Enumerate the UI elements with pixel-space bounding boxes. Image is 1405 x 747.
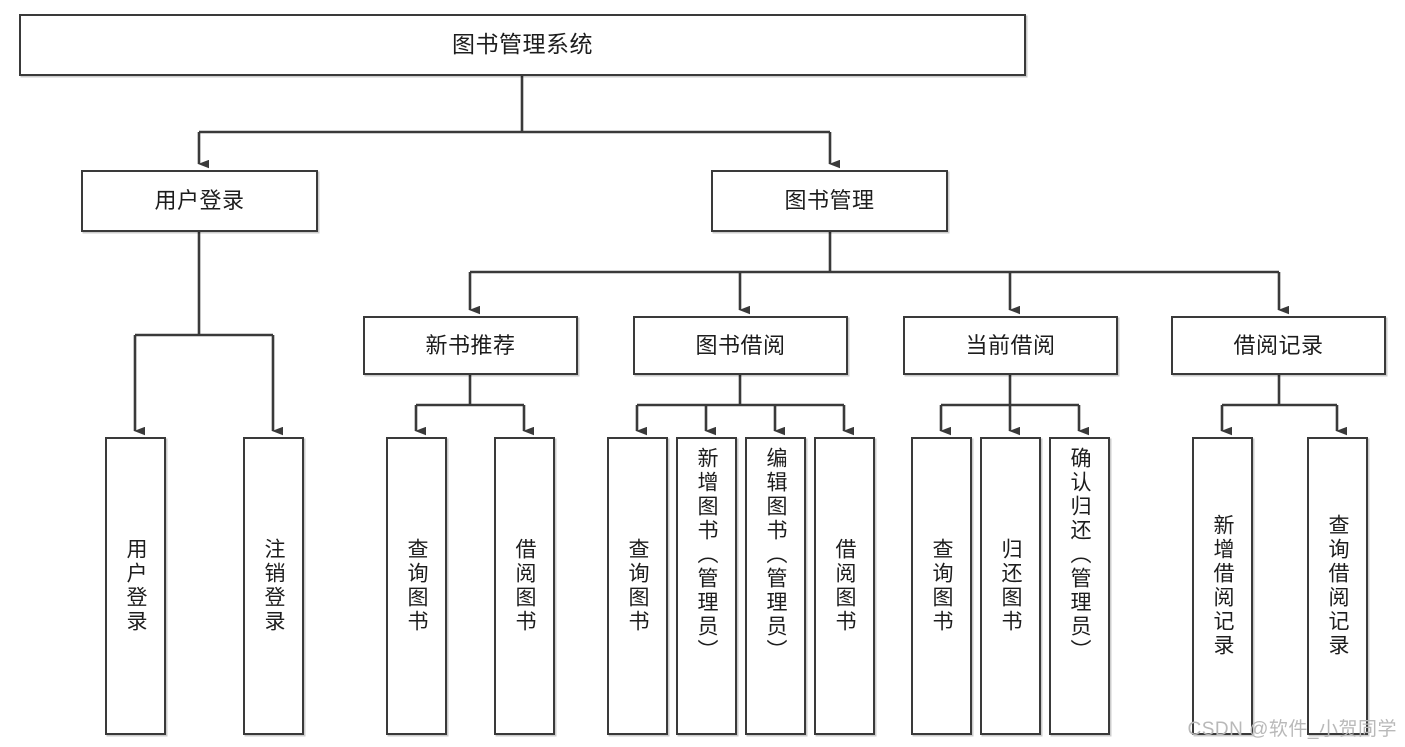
leaf-query-borrow-record-label: 查询借阅记录 [1326, 514, 1349, 658]
node-book-borrow[interactable]: 图书借阅 [633, 316, 848, 375]
node-current-borrow-label: 当前借阅 [965, 332, 1056, 358]
leaf-query-book-current[interactable]: 查询图书 [911, 437, 972, 735]
node-root-system-label: 图书管理系统 [452, 31, 593, 58]
leaf-query-book-current-label: 查询图书 [930, 538, 953, 634]
leaf-add-borrow-record[interactable]: 新增借阅记录 [1192, 437, 1253, 735]
leaf-query-book-recommend-label: 查询图书 [405, 538, 428, 634]
leaf-user-login-label: 用户登录 [124, 538, 147, 634]
node-new-book-recommend-label: 新书推荐 [425, 332, 516, 358]
leaf-logout-login-label: 注销登录 [262, 538, 285, 634]
leaf-edit-book-admin-label: 编辑图书（管理员） [764, 447, 787, 663]
node-book-borrow-label: 图书借阅 [695, 332, 786, 358]
node-user-login[interactable]: 用户登录 [81, 170, 318, 232]
leaf-query-book-borrow[interactable]: 查询图书 [607, 437, 668, 735]
leaf-add-book-admin[interactable]: 新增图书（管理员） [676, 437, 737, 735]
node-book-management-label: 图书管理 [784, 188, 875, 214]
leaf-borrow-book-borrow-label: 借阅图书 [833, 538, 856, 634]
leaf-confirm-return-admin[interactable]: 确认归还（管理员） [1049, 437, 1110, 735]
leaf-confirm-return-admin-label: 确认归还（管理员） [1068, 447, 1091, 663]
leaf-query-book-recommend[interactable]: 查询图书 [386, 437, 447, 735]
node-borrow-record-label: 借阅记录 [1233, 332, 1324, 358]
leaf-borrow-book-recommend-label: 借阅图书 [513, 538, 536, 634]
leaf-user-login[interactable]: 用户登录 [105, 437, 166, 735]
csdn-watermark: CSDN @软件_小贺同学 [1187, 719, 1397, 740]
leaf-return-book-label: 归还图书 [999, 538, 1022, 634]
node-user-login-label: 用户登录 [154, 188, 245, 214]
leaf-borrow-book-recommend[interactable]: 借阅图书 [494, 437, 555, 735]
leaf-return-book[interactable]: 归还图书 [980, 437, 1041, 735]
node-current-borrow[interactable]: 当前借阅 [903, 316, 1118, 375]
leaf-logout-login[interactable]: 注销登录 [243, 437, 304, 735]
leaf-query-borrow-record[interactable]: 查询借阅记录 [1307, 437, 1368, 735]
leaf-edit-book-admin[interactable]: 编辑图书（管理员） [745, 437, 806, 735]
leaf-add-book-admin-label: 新增图书（管理员） [695, 447, 718, 663]
node-root-system[interactable]: 图书管理系统 [19, 14, 1026, 76]
node-book-management[interactable]: 图书管理 [711, 170, 948, 232]
leaf-add-borrow-record-label: 新增借阅记录 [1211, 514, 1234, 658]
leaf-query-book-borrow-label: 查询图书 [626, 538, 649, 634]
node-borrow-record[interactable]: 借阅记录 [1171, 316, 1386, 375]
leaf-borrow-book-borrow[interactable]: 借阅图书 [814, 437, 875, 735]
node-new-book-recommend[interactable]: 新书推荐 [363, 316, 578, 375]
